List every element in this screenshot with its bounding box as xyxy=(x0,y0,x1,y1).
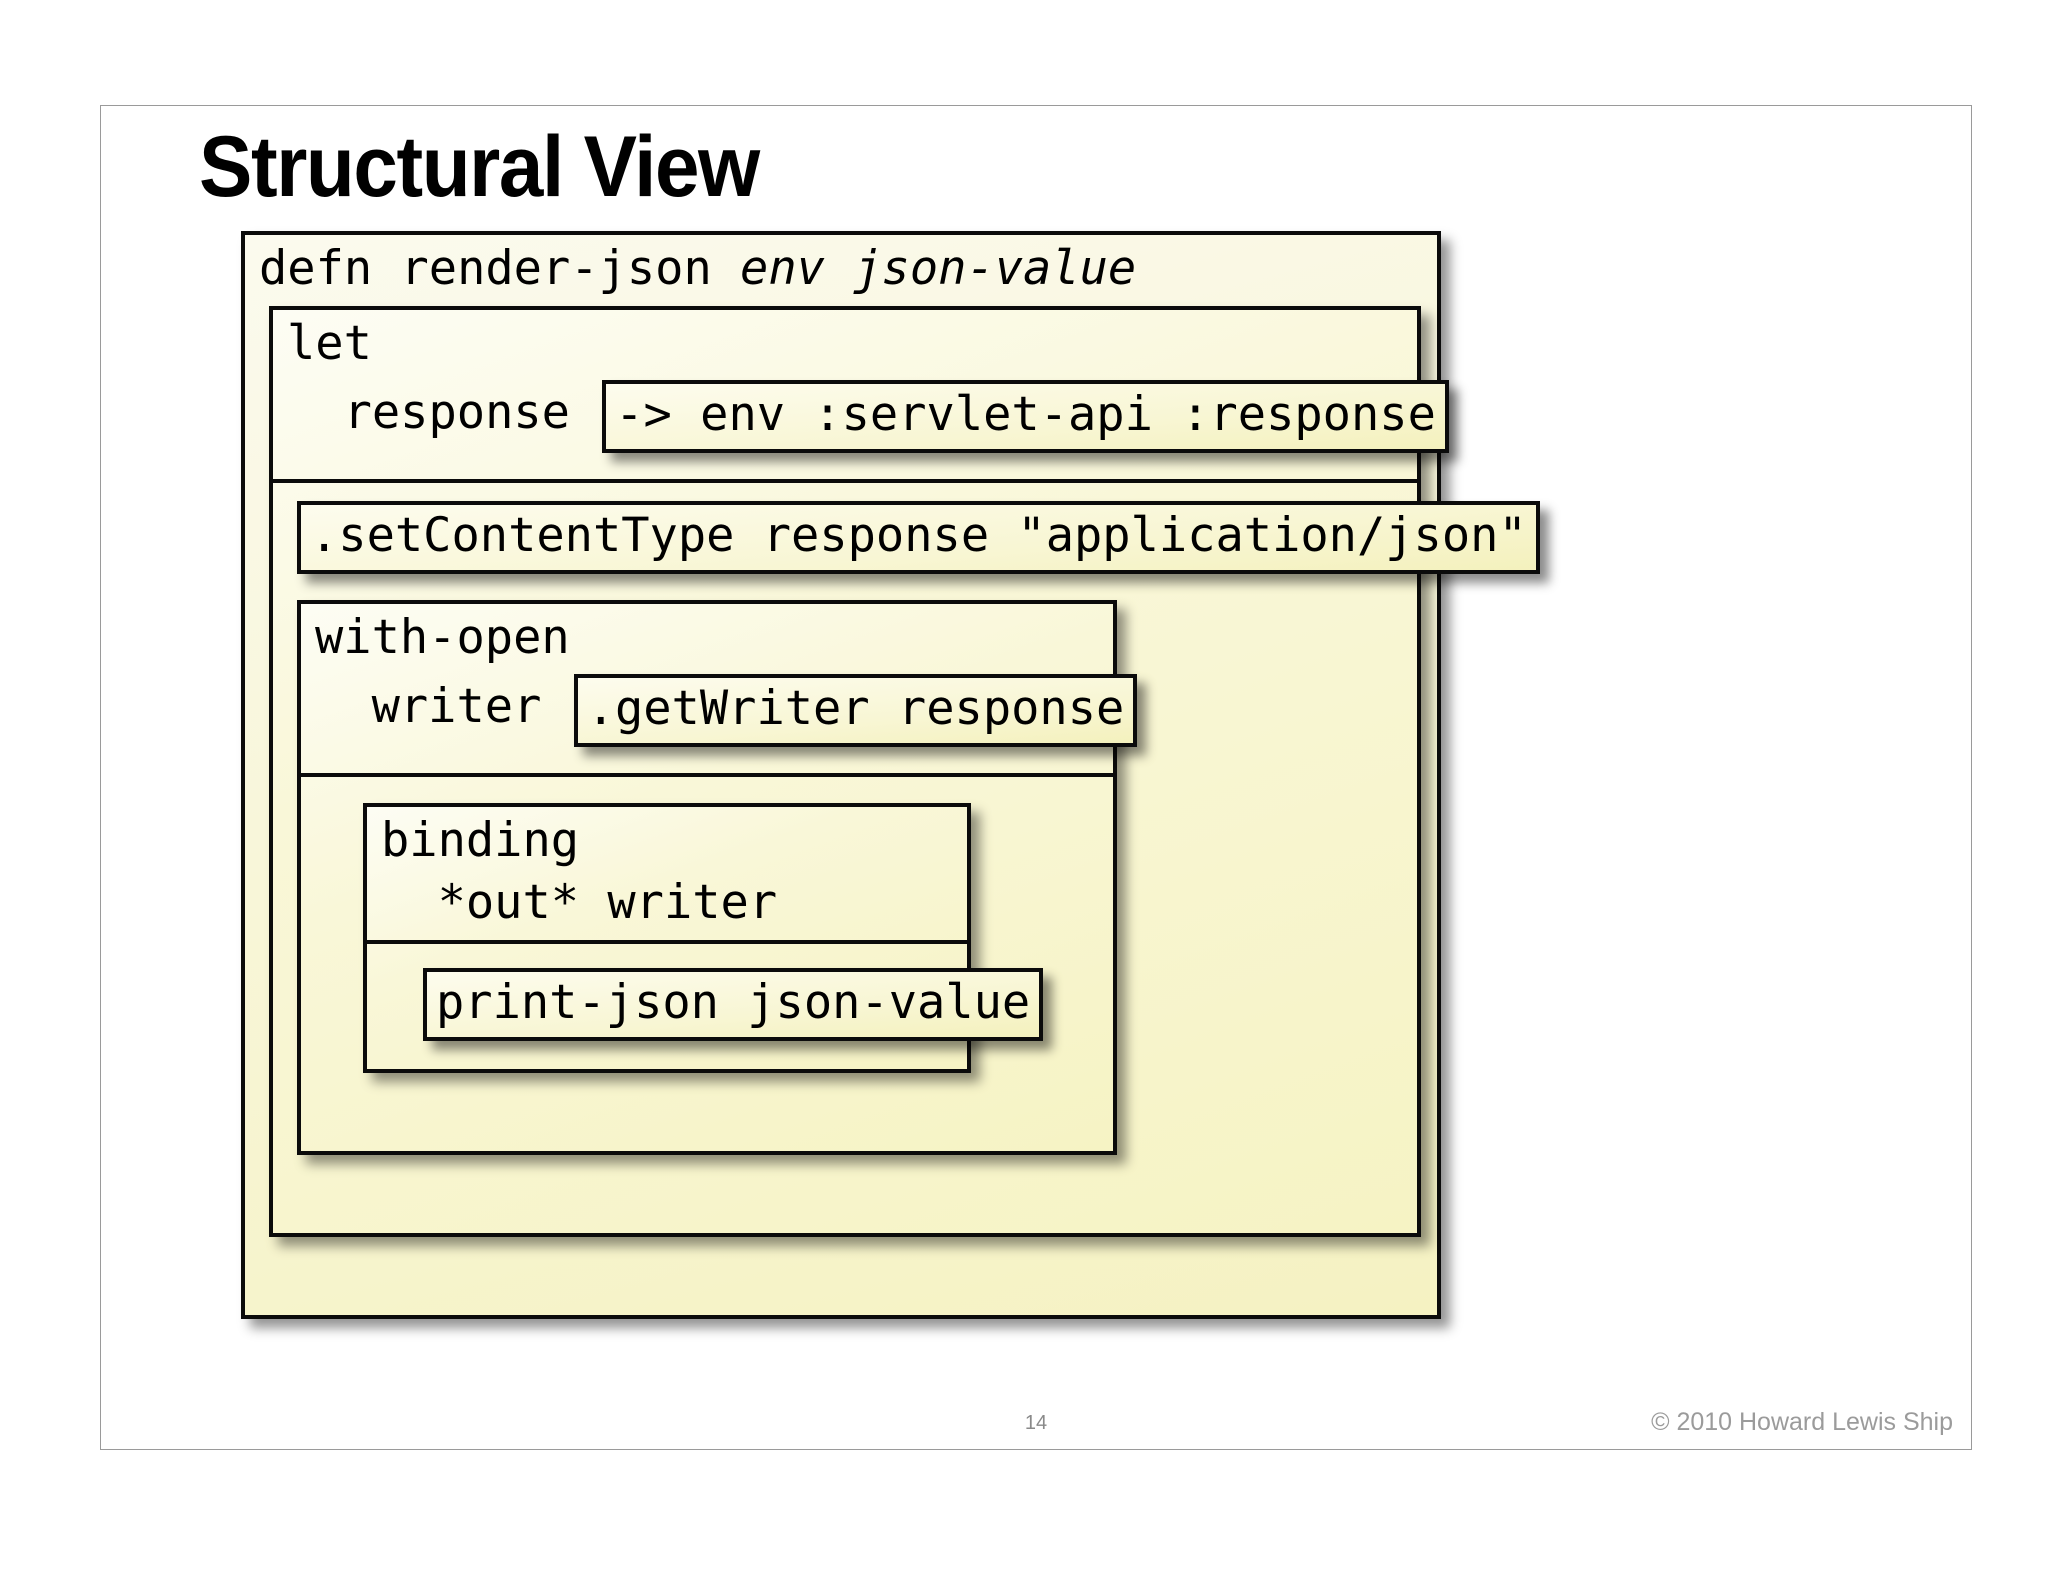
let-block: let response -> env :servlet-api :respon… xyxy=(269,305,1540,1237)
let-binding-name: response xyxy=(287,385,599,441)
with-open-head-spacer xyxy=(301,747,1113,773)
print-json-box: print-json json-value xyxy=(423,968,1044,1041)
defn-body: let response -> env :servlet-api :respon… xyxy=(245,305,1540,1315)
set-content-type-spacer xyxy=(297,574,1401,600)
let-head-spacer xyxy=(273,453,1417,479)
let-binding-row: response -> env :servlet-api :response xyxy=(273,380,1449,453)
binding-pairs-line: *out* writer xyxy=(367,877,967,940)
with-open-binding-name: writer xyxy=(315,679,570,735)
with-open-bottom-spacer xyxy=(363,1073,1097,1129)
let-binding-value-box: -> env :servlet-api :response xyxy=(602,380,1449,453)
with-open-binding-row: writer .getWriter response xyxy=(301,674,1138,747)
let-keyword: let xyxy=(287,315,372,371)
defn-bottom-spacer xyxy=(269,1237,1421,1293)
slide-canvas: Structural View defn render-json env jso… xyxy=(100,105,1972,1450)
binding-keyword: binding xyxy=(381,812,580,868)
copyright-notice: © 2010 Howard Lewis Ship xyxy=(1651,1408,1953,1436)
page-number: 14 xyxy=(1024,1412,1048,1434)
binding-pairs: *out* writer xyxy=(381,875,778,931)
defn-signature: defn render-json env json-value xyxy=(245,235,1437,306)
defn-keyword: defn render-json xyxy=(259,241,741,296)
let-body: .setContentType response "application/js… xyxy=(273,478,1540,1233)
let-keyword-line: let xyxy=(273,310,1417,381)
defn-arglist: env json-value xyxy=(740,241,1137,296)
with-open-keyword-line: with-open xyxy=(301,604,1113,675)
with-open-keyword: with-open xyxy=(315,609,570,665)
set-content-type-row: .setContentType response "application/js… xyxy=(297,500,1540,574)
let-bottom-spacer xyxy=(297,1155,1401,1211)
with-open-block: with-open writer .getWriter response bin… xyxy=(297,599,1138,1155)
binding-block: binding *out* writer print-json json-val… xyxy=(363,802,1044,1073)
binding-body: print-json json-value xyxy=(367,940,1044,1069)
structural-diagram: defn render-json env json-value let resp… xyxy=(241,231,1540,1319)
page-title: Structural View xyxy=(199,119,760,215)
set-content-type-box: .setContentType response "application/js… xyxy=(297,500,1540,574)
with-open-binding-value-box: .getWriter response xyxy=(573,674,1138,747)
with-open-body: binding *out* writer print-json json-val… xyxy=(301,772,1113,1151)
defn-block: defn render-json env json-value let resp… xyxy=(241,231,1540,1319)
binding-keyword-line: binding xyxy=(367,807,967,878)
